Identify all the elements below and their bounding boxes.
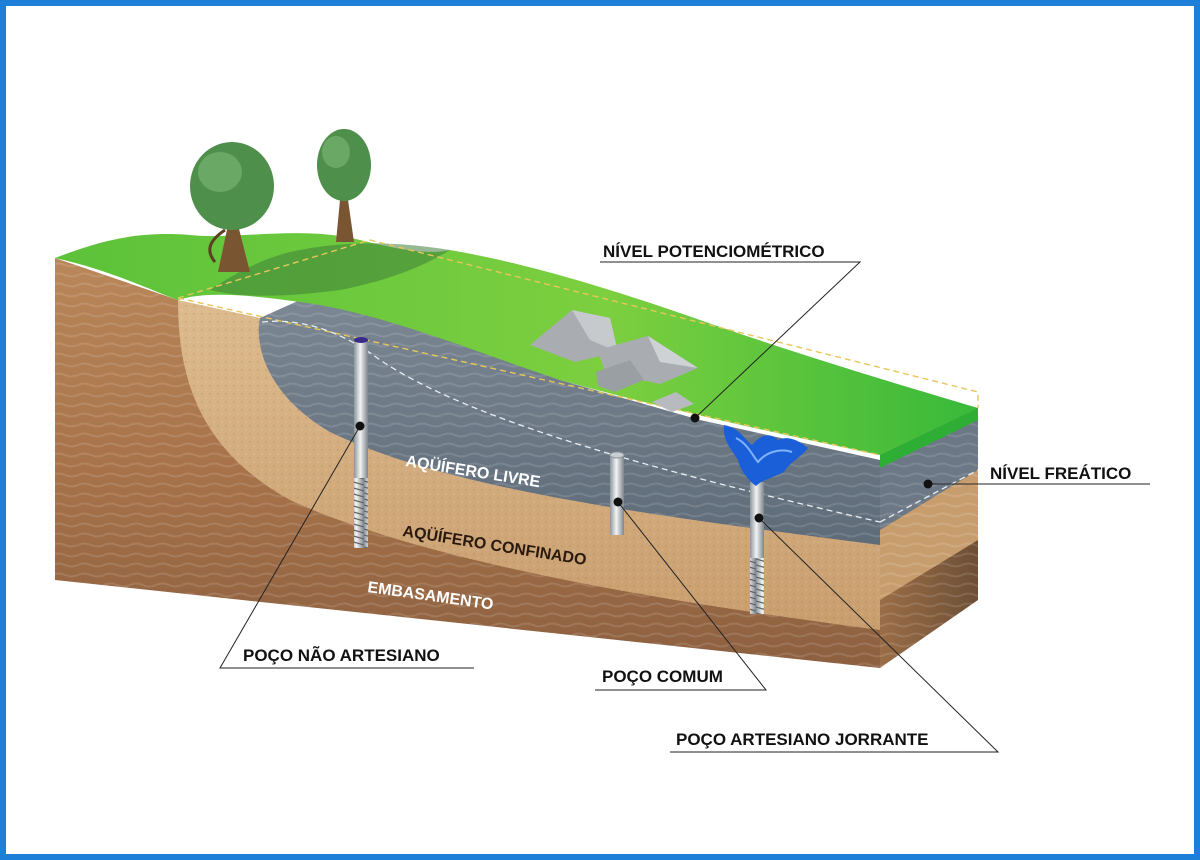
non-artesian-well-label: POÇO NÃO ARTESIANO [243, 645, 440, 665]
rock-icon [530, 310, 618, 362]
flowing-artesian-well-label: POÇO ARTESIANO JORRANTE [676, 730, 929, 749]
water-table-label: NÍVEL FREÁTICO [990, 464, 1131, 483]
block-side-face [880, 408, 978, 668]
potentiometric-level-label: NÍVEL POTENCIOMÉTRICO [603, 242, 825, 261]
rock-icon [596, 360, 644, 392]
tree-icon [190, 142, 274, 272]
water-table-line [261, 320, 979, 523]
rock-icon [652, 392, 694, 412]
tree-icon [317, 129, 371, 242]
callout-dots [355, 413, 933, 523]
water-jet-icon [723, 425, 808, 486]
flowing-artesian-well [750, 482, 764, 614]
common-well [609, 451, 625, 535]
ground-surface [55, 233, 978, 468]
block-front-face [55, 258, 881, 668]
callout-lines [219, 261, 1150, 753]
potentiometric-level-line [177, 239, 979, 456]
common-well-label: POÇO COMUM [602, 667, 723, 686]
non-artesian-well [354, 337, 368, 548]
